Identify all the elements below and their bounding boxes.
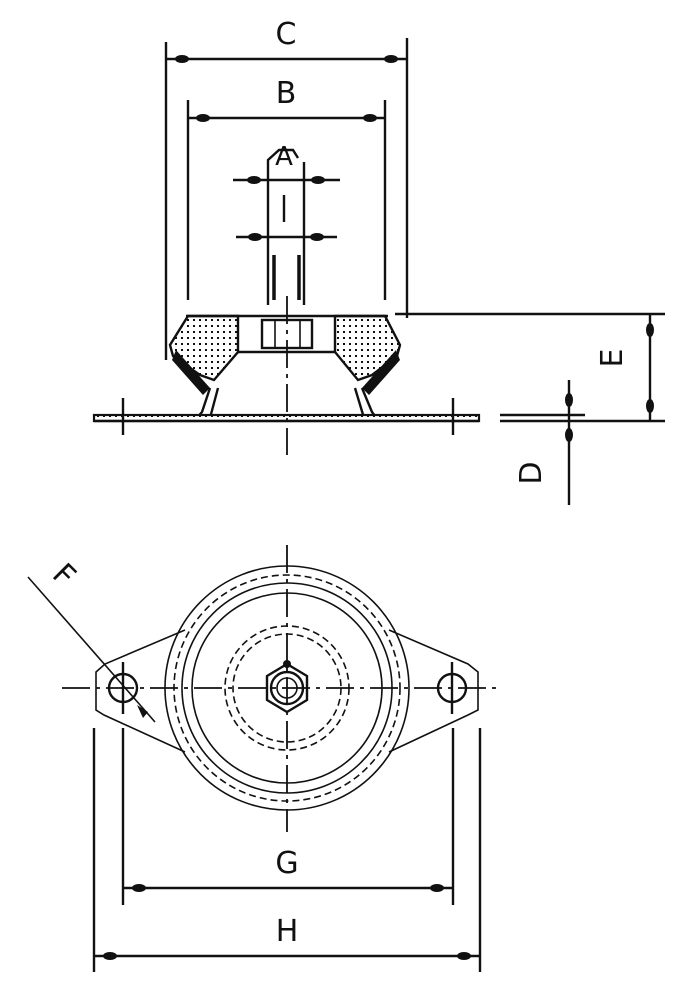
mounting-hole-right	[436, 662, 468, 714]
threaded-stud: A	[233, 142, 340, 305]
top-view: F G H	[27, 545, 498, 972]
base-plate	[92, 296, 481, 455]
label-g: G	[275, 846, 298, 881]
label-d: D	[514, 461, 549, 484]
mounting-hole-left	[107, 662, 139, 714]
label-c: C	[276, 17, 297, 52]
dimension-e: E	[395, 312, 665, 423]
dimension-f: F	[27, 557, 156, 723]
side-view: C B A	[92, 17, 665, 505]
label-b: B	[276, 76, 297, 111]
label-a: A	[275, 142, 293, 172]
dimension-g: G	[121, 728, 455, 905]
dimension-h: H	[92, 728, 482, 972]
label-f: F	[45, 557, 82, 594]
label-e: E	[595, 349, 630, 368]
dimension-c: C	[164, 17, 409, 360]
rubber-body	[168, 314, 402, 421]
label-h: H	[276, 914, 299, 949]
dimension-d: D	[514, 380, 573, 505]
dimension-b: B	[186, 76, 387, 300]
